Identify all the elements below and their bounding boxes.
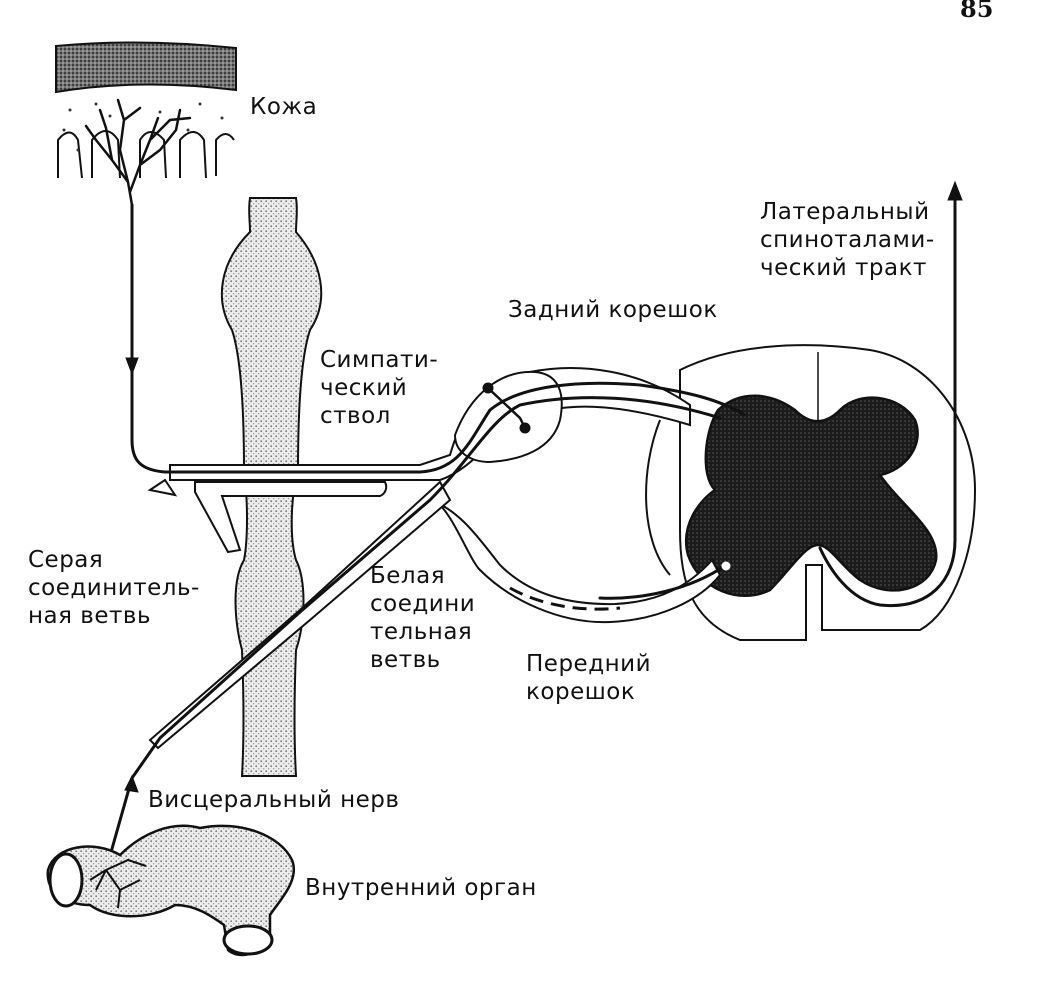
afferent-fiber-visceral [104,396,722,872]
efferent-fiber [598,563,728,600]
skin-dots [62,102,224,152]
gray-ramus [194,481,388,554]
organ-opening-bottom [222,924,274,956]
label-sympathetic-trunk: Симпати- ческий ствол [320,347,439,429]
internal-organ [46,824,295,957]
ascending-tract [818,193,957,608]
ascending-tract-arrowhead [947,180,963,201]
label-posterior-root: Задний корешок [508,297,718,323]
spinal-cord [679,344,977,641]
visceral-nerve-endings [89,858,147,909]
label-visceral-nerve: Висцеральный нерв [148,787,400,813]
descending-arrow [125,357,139,376]
organ-opening-left [48,852,84,908]
lateral-root-loop [645,419,671,576]
label-internal-organ: Внутренний орган [305,875,537,901]
skin-section [55,41,237,207]
visceral-arrow [124,774,139,793]
neural-pathway [104,180,963,872]
label-skin: Кожа [250,94,318,120]
label-anterior-root: Передний корешок [526,651,652,705]
page-number: 85 [960,0,994,23]
organ-body [46,824,295,957]
anterior-root-dashes [509,586,621,611]
label-lateral-spinothalamic-tract: Латеральный спиноталами- ческий тракт [760,199,935,281]
afferent-fiber-skin [130,203,747,474]
sensory-nerve-endings [84,98,192,207]
spinal-nerve-stub [147,478,178,497]
skin-papillae [57,130,235,179]
label-white-ramus: Белая соедини тельная ветвь [370,563,476,673]
label-gray-ramus: Серая соединитель- ная ветвь [28,547,200,629]
dorsal-root-ganglion [453,370,563,464]
skin-epidermis-band [55,41,237,94]
gray-matter [685,394,938,598]
